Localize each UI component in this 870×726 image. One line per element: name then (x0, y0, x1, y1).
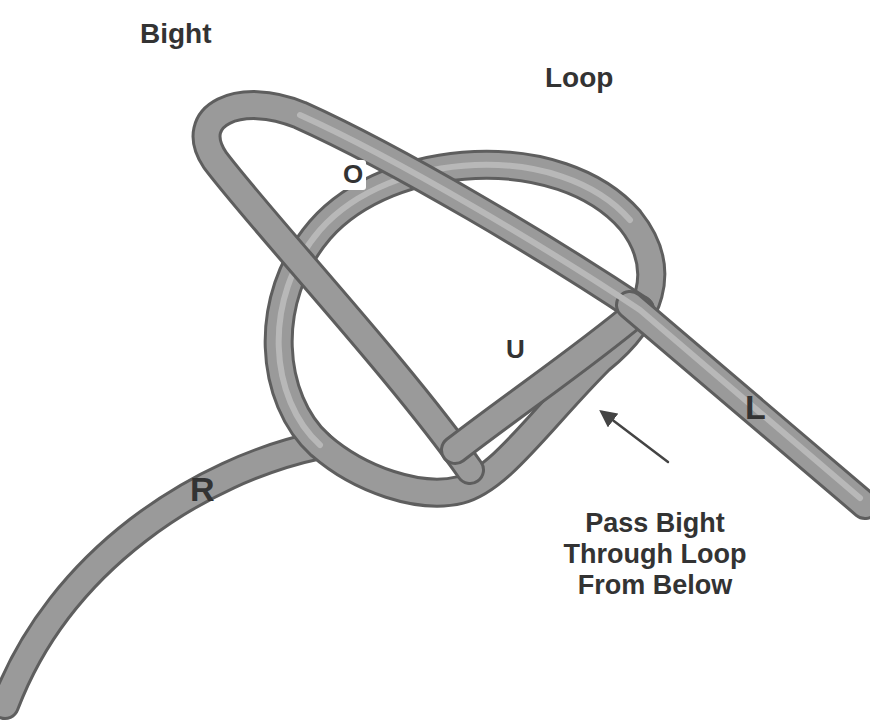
part-name: Loop (545, 62, 613, 94)
rope (207, 105, 640, 470)
part-name: Bight (140, 18, 212, 50)
instruction-note: Pass Bight Through Loop From Below (555, 508, 755, 601)
rope-outline (5, 445, 320, 705)
end-letter: R (190, 470, 215, 509)
part-letter: U (503, 335, 528, 365)
leader-arrow (602, 412, 668, 462)
rope (5, 445, 320, 705)
rope (455, 310, 640, 450)
rope-outline (455, 310, 640, 450)
part-letter: O (340, 160, 366, 190)
rope-outline (207, 105, 640, 470)
end-letter: L (745, 388, 766, 427)
rope-highlight (300, 115, 860, 498)
